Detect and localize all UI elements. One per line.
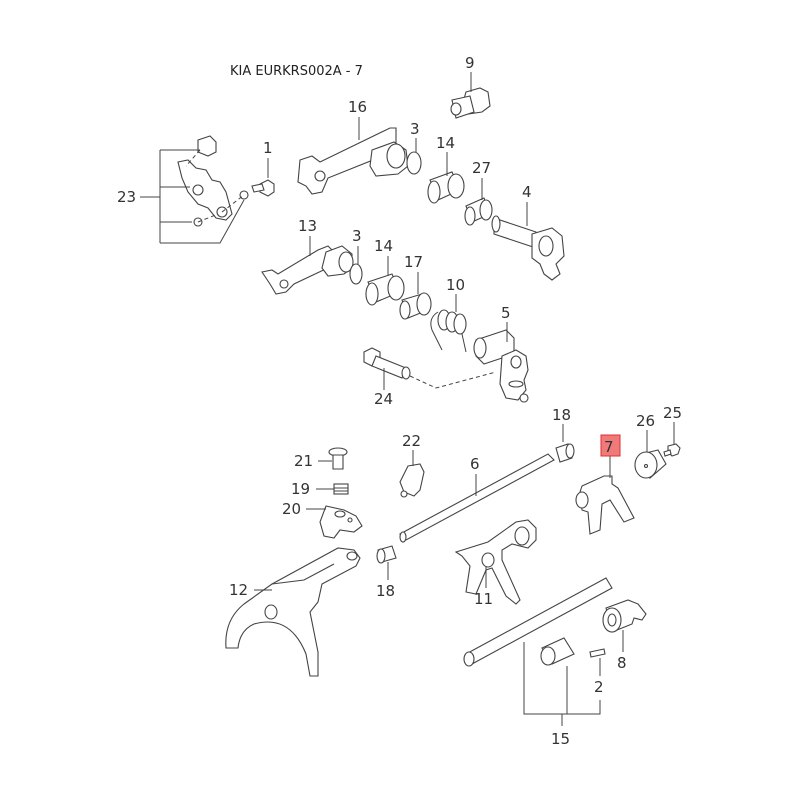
callout-15[interactable]: 15 (551, 730, 570, 748)
callout-11[interactable]: 11 (474, 590, 493, 608)
callout-18a[interactable]: 18 (552, 406, 571, 424)
callout-20[interactable]: 20 (282, 500, 301, 518)
part-1-bolt[interactable] (251, 179, 275, 197)
callout-18b[interactable]: 18 (376, 582, 395, 600)
dash-23b (221, 194, 245, 213)
part-19-spring[interactable] (333, 483, 349, 495)
part-2-pin[interactable] (589, 648, 606, 658)
part-8-collar[interactable] (602, 599, 647, 633)
callout-25[interactable]: 25 (663, 404, 682, 422)
callout-14b[interactable]: 14 (374, 237, 393, 255)
part-16-lever[interactable] (297, 127, 409, 195)
leader-15 (523, 642, 601, 726)
callout-19[interactable]: 19 (291, 480, 310, 498)
part-18-bushing-lower[interactable] (376, 545, 397, 564)
part-25-bolt[interactable] (663, 443, 681, 457)
callout-17[interactable]: 17 (404, 253, 423, 271)
callout-14a[interactable]: 14 (436, 134, 455, 152)
callout-22[interactable]: 22 (402, 432, 421, 450)
callout-16[interactable]: 16 (348, 98, 367, 116)
part-3-oring-upper[interactable] (406, 151, 422, 175)
part-24-bolt[interactable] (363, 347, 411, 380)
callout-8[interactable]: 8 (617, 654, 627, 672)
callout-3b[interactable]: 3 (352, 227, 362, 245)
part-20-plate[interactable] (319, 505, 363, 539)
callout-7[interactable]: 7 (604, 438, 614, 456)
part-14-bushing-upper[interactable] (427, 171, 465, 204)
part-5-shaft[interactable] (473, 329, 529, 403)
part-27-needle-bearing[interactable] (464, 197, 493, 226)
callout-13[interactable]: 13 (298, 217, 317, 235)
callout-23[interactable]: 23 (117, 188, 136, 206)
part-22-switch[interactable] (399, 463, 425, 498)
callout-26[interactable]: 26 (636, 412, 655, 430)
part-14-bushing-lower[interactable] (365, 273, 405, 306)
part-13-lever[interactable] (261, 245, 354, 295)
part-12-shift-fork[interactable] (225, 547, 361, 677)
callout-10[interactable]: 10 (446, 276, 465, 294)
part-7-shift-fork[interactable] (575, 475, 635, 535)
part-26-cylinder[interactable] (634, 449, 667, 479)
part-6-rod[interactable] (399, 453, 555, 543)
dash-23c (197, 213, 219, 223)
callout-12[interactable]: 12 (229, 581, 248, 599)
callout-1[interactable]: 1 (263, 139, 273, 157)
callout-4[interactable]: 4 (522, 183, 532, 201)
callout-3a[interactable]: 3 (410, 120, 420, 138)
part-3-oring-lower[interactable] (349, 263, 363, 285)
part-9-plug[interactable] (450, 87, 491, 119)
part-4-shaft[interactable] (491, 215, 565, 281)
callout-7-highlight (600, 434, 621, 457)
callout-27[interactable]: 27 (472, 159, 491, 177)
part-18-bushing-upper[interactable] (555, 443, 575, 463)
callout-5[interactable]: 5 (501, 304, 511, 322)
callout-21[interactable]: 21 (294, 452, 313, 470)
leader-23 (140, 149, 245, 244)
callout-9[interactable]: 9 (465, 54, 475, 72)
part-21-pin[interactable] (328, 447, 348, 470)
part-10-spring[interactable] (430, 309, 467, 353)
callout-6[interactable]: 6 (470, 455, 480, 473)
part-15-shaft[interactable] (463, 577, 613, 667)
dash-23a (185, 149, 201, 167)
callout-24[interactable]: 24 (374, 390, 393, 408)
part-11-shift-fork[interactable] (454, 519, 537, 605)
dash-24 (409, 371, 497, 389)
callout-2[interactable]: 2 (594, 678, 604, 696)
diagram-title: KIA EURKRS002A - 7 (230, 64, 363, 79)
part-17-bushing[interactable] (399, 292, 432, 320)
